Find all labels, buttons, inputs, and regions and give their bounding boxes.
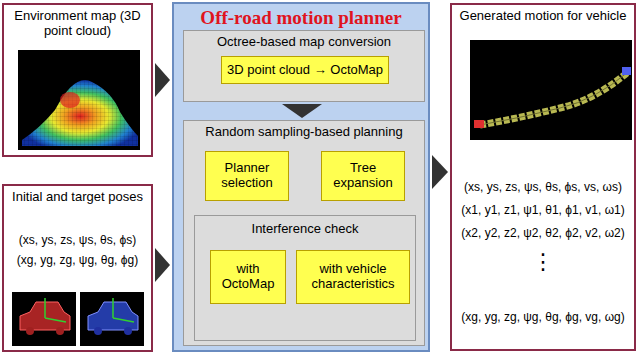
box-heading: Interference check xyxy=(198,222,412,237)
box-heading: Environment map (3D point cloud) xyxy=(7,9,148,39)
box-heading: Initial and target poses xyxy=(7,190,148,205)
input-box: Environment map (3D point cloud) xyxy=(2,3,153,157)
flow-arrow xyxy=(432,155,448,189)
pose-tuple: (x1, y1, z1, ψ1, θ1, ϕ1, v1, ω1) xyxy=(455,204,631,218)
input-box: Initial and target poses (xs, ys, zs, ψs,… xyxy=(2,184,153,352)
pose-tuple: (xs, ys, zs, ψs, θs, ϕs) xyxy=(7,234,148,248)
process-box: Tree expansion xyxy=(321,151,405,201)
pose-tuple: (xg, yg, zg, ψg, θg, ϕg) xyxy=(7,254,148,268)
box-heading: Off-road motion planner xyxy=(177,7,425,29)
planner-panel: Off-road motion plannerOctree-based map … xyxy=(172,2,430,352)
box-heading: Generated motion for vehicle xyxy=(455,9,631,24)
process-box: 3D point cloud → OctoMap xyxy=(221,56,389,84)
pose-tuple: ⋮ xyxy=(455,249,631,274)
box-heading: Random sampling-based planning xyxy=(187,125,421,140)
process-box: with vehicle characteristics xyxy=(296,250,410,304)
pose-tuple: (xs, ys, zs, ψs, θs, ϕs, vs, ωs) xyxy=(455,181,631,195)
vehicle-poses-image xyxy=(12,292,144,346)
stage-box: Octree-based map conversion 3D point clou… xyxy=(183,30,425,102)
motion-path-image xyxy=(470,40,632,140)
process-box: Planner selection xyxy=(205,151,289,201)
point-cloud-image xyxy=(18,50,140,150)
stage-box: Random sampling-based planningPlanner se… xyxy=(183,120,425,346)
box-heading: with vehicle characteristics xyxy=(301,262,405,292)
process-box: with OctoMap xyxy=(210,250,286,304)
box-heading: Tree expansion xyxy=(326,161,400,191)
pose-tuple: (xg, yg, zg, ψg, θg, ϕg, vg, ωg) xyxy=(455,311,631,325)
flow-arrow xyxy=(155,63,170,97)
box-heading: Octree-based map conversion xyxy=(187,35,421,50)
output-box: Generated motion for vehicle (xs, ys, zs,… xyxy=(450,3,636,351)
pose-tuple: (x2, y2, z2, ψ2, θ2, ϕ2, v2, ω2) xyxy=(455,227,631,241)
box-heading: 3D point cloud → OctoMap xyxy=(227,63,383,78)
box-heading: Planner selection xyxy=(210,161,284,191)
group-box: Interference check with OctoMap with vehic… xyxy=(194,215,416,341)
flow-arrow xyxy=(155,248,170,282)
box-heading: with OctoMap xyxy=(215,262,281,292)
flow-arrow xyxy=(282,104,322,118)
